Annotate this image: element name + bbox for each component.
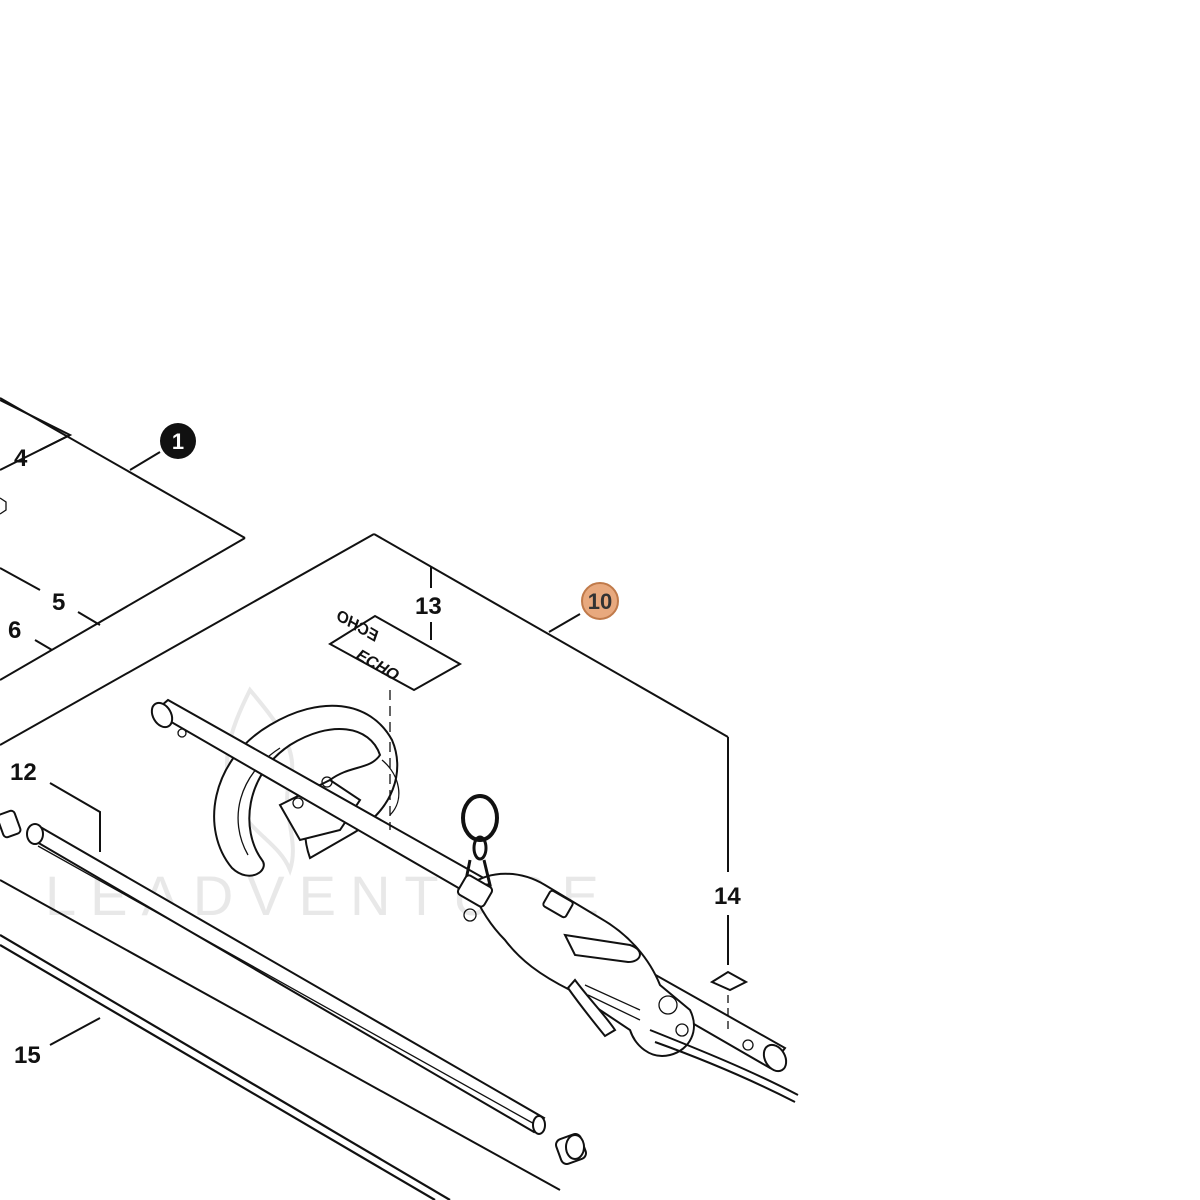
callout-10-label: 10 — [588, 589, 612, 614]
leader-4 — [39, 435, 69, 451]
part-label-6: 6 — [8, 617, 21, 644]
leader-15 — [49, 1017, 101, 1046]
liner-tube-groove — [37, 845, 539, 1127]
throttle-housing-body — [468, 872, 695, 1057]
shaft-end-left — [150, 701, 174, 729]
leader-5a — [0, 567, 41, 591]
part-label-15: 15 — [14, 1042, 41, 1069]
loop-handle-contour-2 — [381, 759, 400, 816]
bracket-line-b — [0, 397, 246, 539]
grip-ridges — [584, 984, 641, 1021]
watermark-flame-icon — [225, 686, 295, 876]
drive-shaft-line-a — [0, 934, 451, 1200]
liner-tube-end — [26, 823, 44, 845]
cable-line-a — [649, 1029, 799, 1096]
hanger — [456, 794, 499, 922]
bracket10-top — [373, 533, 729, 738]
hanger-clamp — [456, 874, 494, 908]
drive-shaft-line-b — [0, 944, 436, 1200]
liner-tube-end-2 — [532, 1115, 546, 1135]
shaft-hole — [177, 728, 187, 738]
liner-tube — [26, 823, 546, 1135]
shaft-hole-2 — [742, 1039, 754, 1051]
hanger-ring — [461, 794, 499, 842]
clamp-nut — [292, 797, 304, 809]
bracket-line-c — [0, 537, 246, 681]
leader-10 — [548, 613, 581, 633]
hanger-clamp-screw — [463, 908, 477, 922]
bushing-left-body — [0, 809, 22, 839]
callout-10-circle[interactable] — [581, 582, 619, 620]
cable-line-b — [654, 1041, 796, 1103]
throttle-cable — [649, 1029, 799, 1103]
shaft-end-right — [762, 1043, 788, 1073]
leader-5b — [77, 611, 101, 626]
leader-12 — [49, 782, 101, 852]
part-edge-fragment — [0, 497, 7, 515]
group-bracket-1 — [0, 397, 246, 681]
group-bracket-lower — [0, 782, 561, 1191]
drive-shaft — [0, 934, 451, 1200]
hanger-link — [472, 835, 488, 861]
bracket10-left — [0, 533, 375, 746]
decal-sheet — [328, 614, 463, 692]
leader-6 — [34, 639, 53, 651]
part-label-13: 13 — [415, 593, 442, 620]
callout-1[interactable]: 1 — [160, 423, 196, 459]
throttle-trigger — [563, 933, 641, 964]
throttle-housing — [468, 872, 695, 1057]
small-label — [709, 970, 749, 1032]
callout-1-label: 1 — [172, 429, 184, 454]
callout-1-circle[interactable] — [160, 423, 196, 459]
throttle-lockout — [566, 978, 617, 1038]
bushing-right — [555, 1133, 587, 1165]
part-label-4: 4 — [14, 445, 28, 472]
bushing-left — [0, 809, 22, 839]
bracket-line-a — [0, 399, 73, 471]
lower-bracket-line — [0, 879, 561, 1191]
leader-1 — [129, 451, 161, 471]
part-label-5: 5 — [52, 589, 65, 616]
bushing-right-end — [565, 1134, 585, 1160]
group-bracket-10 — [0, 533, 729, 965]
housing-screw-2 — [675, 1023, 689, 1037]
part-label-14: 14 — [714, 883, 741, 910]
callout-10[interactable]: 10 — [581, 582, 619, 620]
small-label-sheet — [709, 970, 749, 992]
housing-screw — [658, 995, 678, 1015]
stop-switch — [542, 889, 574, 919]
clamp-bolt — [321, 776, 333, 788]
part-label-12: 12 — [10, 759, 37, 786]
